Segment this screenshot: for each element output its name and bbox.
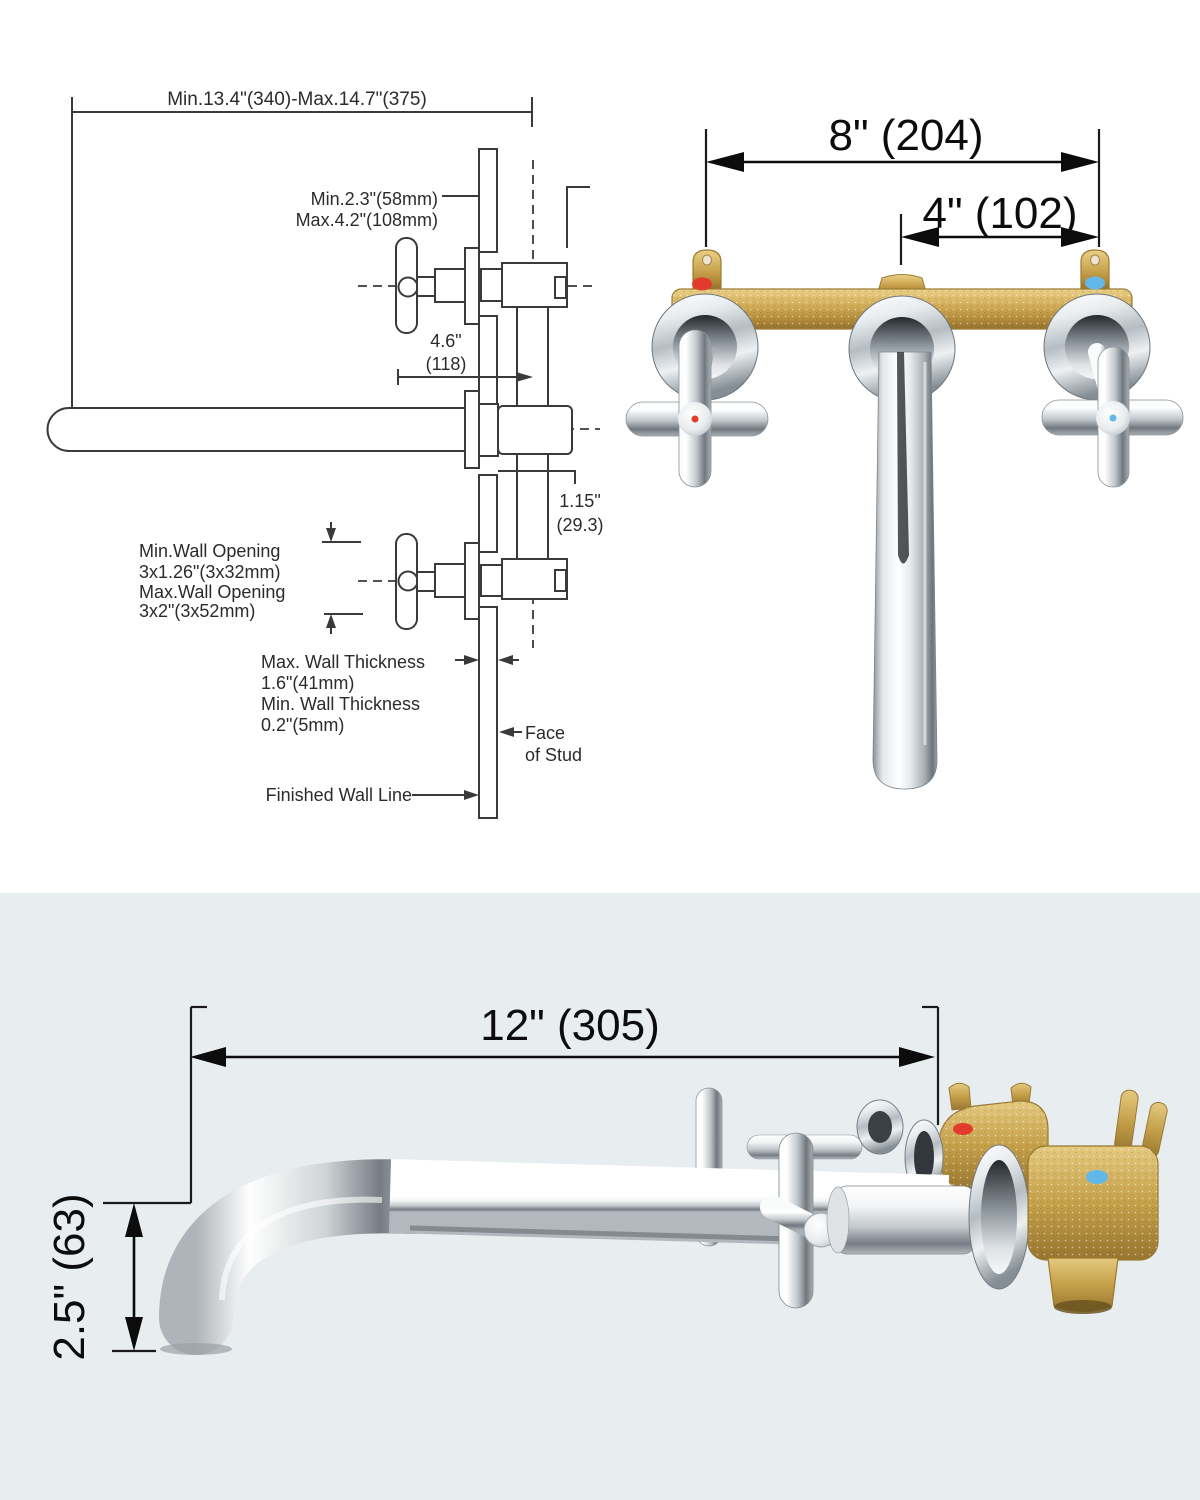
wall-hatch-mid-lower — [478, 474, 498, 553]
lower-valve-drawing — [395, 533, 568, 630]
spout-offset-mm-label: (29.3) — [556, 515, 603, 535]
depth-min-label: Min.2.3"(58mm) — [311, 189, 438, 209]
face-of-stud-line-1: Face — [525, 723, 565, 743]
wall-section-hatching — [478, 148, 498, 819]
valve-depth-dimension: Min.2.3"(58mm) Max.4.2"(108mm) — [296, 186, 590, 248]
spout-drop-dimension: 2.5" (63) — [45, 1193, 191, 1361]
spout-offset-in-label: 1.15" — [559, 491, 600, 511]
wall-hatch-top — [478, 148, 498, 253]
wall-opening-line-2: 3x1.26"(3x32mm) — [139, 562, 280, 582]
spout-reflection — [897, 352, 909, 564]
cold-indicator-dot — [1085, 276, 1105, 290]
front-spout — [872, 351, 938, 790]
cold-outlet-opening — [1054, 1300, 1112, 1314]
top-section: Min.13.4"(340)-Max.14.7"(375) Min.2.3"(5… — [46, 89, 1184, 819]
handle-spread-dimension: 8" (204) — [704, 111, 1101, 247]
spout-reach-label: 12" (305) — [480, 1001, 660, 1050]
handle-clearance-mm-label: (118) — [426, 354, 467, 374]
lower-handle-hub — [397, 570, 419, 592]
right-cross-handle — [1041, 343, 1184, 488]
hot-lug-hole — [702, 254, 712, 266]
handle-clearance-in-label: 4.6" — [430, 331, 461, 351]
spout-tip-face — [160, 1343, 232, 1355]
upper-handle-hub — [397, 276, 419, 298]
handle-spread-label: 8" (204) — [828, 111, 983, 160]
spout-escutcheon-profile — [464, 390, 480, 469]
spout-reach-dimension: 12" (305) — [189, 1001, 940, 1203]
wall-opening-line-3: Max.Wall Opening — [139, 582, 285, 602]
hot-side-dot — [953, 1123, 973, 1135]
upper-valve-drawing — [395, 237, 568, 453]
spout-tube-profile — [46, 407, 466, 452]
wall-opening-dimension: Min.Wall Opening 3x1.26"(3x32mm) Max.Wal… — [139, 522, 363, 634]
finished-wall-line-callout: Finished Wall Line — [266, 785, 479, 805]
right-handle-cold-dot — [1109, 414, 1117, 422]
hot-escutcheon-inner — [868, 1111, 892, 1143]
cold-lug-hole — [1090, 254, 1100, 266]
wall-hatch-bottom — [478, 606, 498, 819]
wall-thickness-line-1: Max. Wall Thickness — [261, 652, 425, 672]
cold-escutcheon-inner — [981, 1160, 1017, 1274]
center-spread-label: 4" (102) — [922, 189, 1077, 238]
side-view-faucet — [159, 1082, 1168, 1355]
spout-drop-label: 2.5" (63) — [45, 1193, 94, 1360]
overall-width-label: Min.13.4"(340)-Max.14.7"(375) — [167, 89, 427, 110]
cold-side-dot — [1086, 1170, 1108, 1184]
finished-wall-line-label: Finished Wall Line — [266, 785, 412, 805]
manifold-tube-lower — [516, 453, 549, 561]
left-handle-hot-dot — [691, 415, 699, 423]
face-of-stud-callout: Face of Stud — [499, 723, 582, 765]
technical-drawing: Min.13.4"(340)-Max.14.7"(375) Min.2.3"(5… — [46, 89, 604, 819]
near-cross-handle — [760, 1132, 839, 1309]
bottom-section: 12" (305) 2.5" (63) — [0, 893, 1200, 1500]
face-of-stud-line-2: of Stud — [525, 745, 582, 765]
wall-thickness-callout: Max. Wall Thickness 1.6"(41mm) Min. Wall… — [261, 652, 519, 735]
overall-width-dimension: Min.13.4"(340)-Max.14.7"(375) — [71, 89, 533, 420]
wall-opening-line-4: 3x2"(3x52mm) — [139, 601, 255, 621]
near-valve-sleeve — [834, 1185, 976, 1255]
wall-thickness-line-2: 1.6"(41mm) — [261, 673, 354, 693]
handle-clearance-dimension: 4.6" (118) — [397, 331, 533, 385]
hot-indicator-dot — [692, 277, 712, 291]
depth-max-label: Max.4.2"(108mm) — [296, 210, 438, 230]
wall-hatch-mid-upper — [478, 315, 498, 405]
cold-rough-in-body — [1027, 1089, 1168, 1314]
wall-opening-line-1: Min.Wall Opening — [139, 541, 280, 561]
left-cross-handle — [625, 329, 769, 488]
wall-thickness-line-3: Min. Wall Thickness — [261, 694, 420, 714]
wall-thickness-line-4: 0.2"(5mm) — [261, 715, 344, 735]
spout-tee — [497, 405, 573, 455]
upper-escutcheon — [464, 247, 480, 325]
center-spread-dimension: 4" (102) — [899, 189, 1099, 265]
front-view-photo: 8" (204) 4" (102) — [625, 111, 1184, 790]
spout-escutcheon-inner — [914, 1131, 934, 1183]
lower-escutcheon — [464, 542, 480, 620]
spout-tube — [872, 351, 938, 790]
near-sleeve-end-face — [826, 1186, 850, 1254]
spout-offset-dimension: 1.15" (29.3) — [498, 470, 604, 535]
